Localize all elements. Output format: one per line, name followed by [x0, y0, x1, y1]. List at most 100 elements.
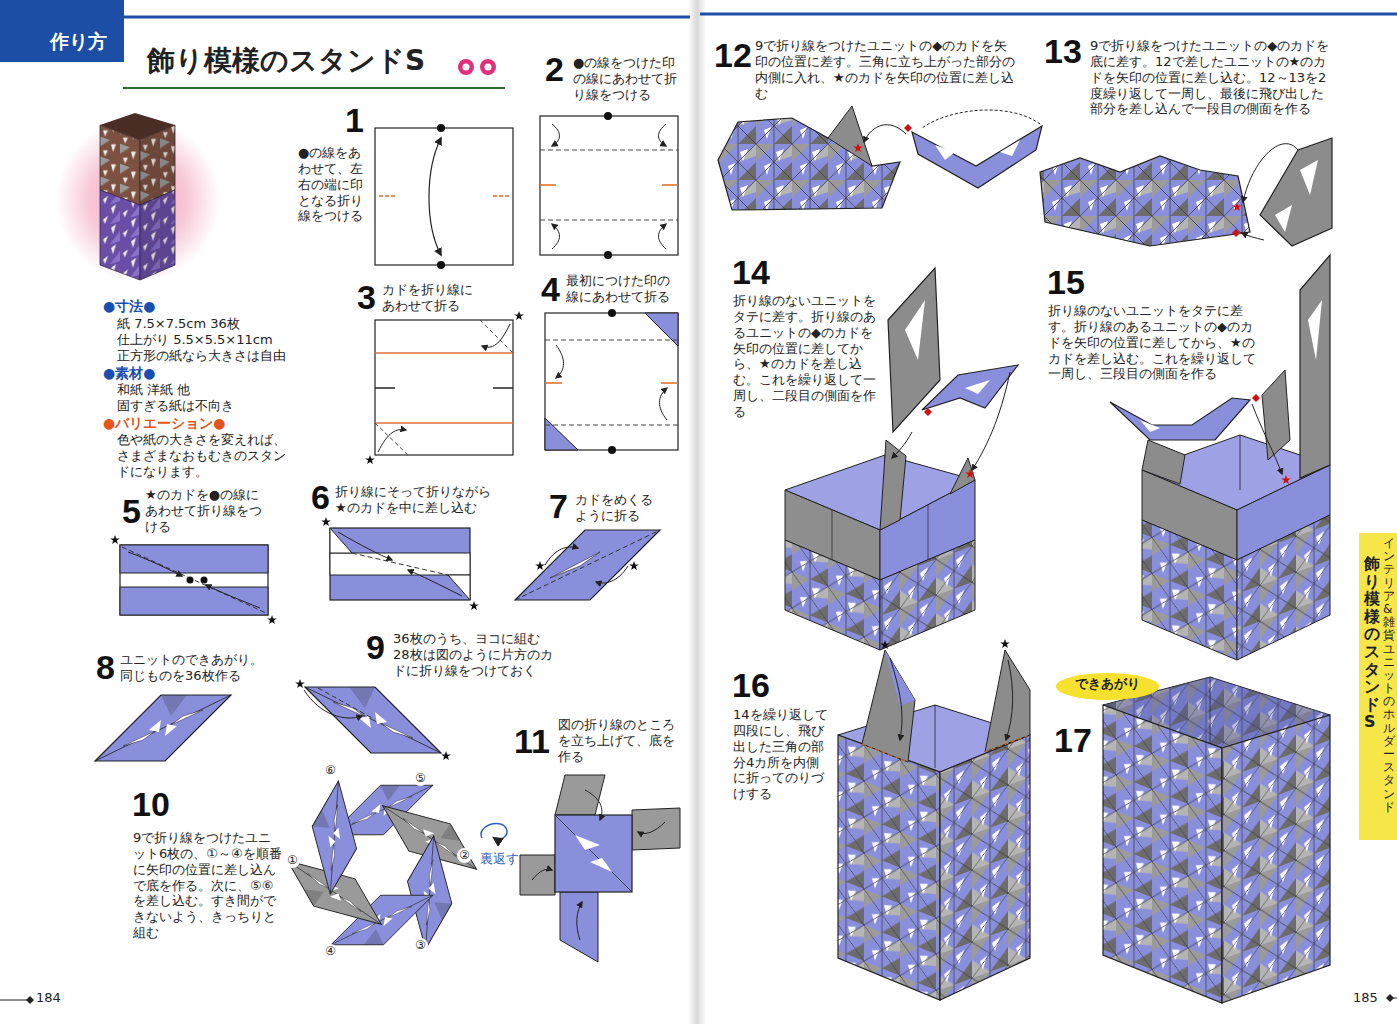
vertical-caption: インテリア&雑貨 ユニットのホルダースタンド	[1383, 537, 1395, 814]
instruction-text: 折り線にそって折りながら★のカドを中に差し込む	[335, 484, 500, 516]
step-2-figure	[540, 184, 556, 186]
step-6-figure	[469, 601, 479, 610]
product-photo	[56, 118, 220, 282]
step-15-figure	[1300, 255, 1330, 478]
step-5-figure	[122, 547, 266, 613]
step-number: 5	[122, 494, 141, 528]
step-15-figure	[1140, 420, 1160, 432]
step-13-figure	[1275, 205, 1292, 232]
step-4-figure	[545, 340, 678, 341]
step-16-figure	[862, 744, 908, 762]
step-14-figure	[785, 540, 880, 650]
step-4-figure	[645, 313, 678, 346]
step-15-figure	[1252, 404, 1282, 474]
step-14-figure	[832, 510, 833, 560]
product-photo	[100, 190, 140, 280]
step-2-figure	[540, 150, 678, 151]
step-12-figure	[828, 106, 872, 166]
step-3-figure	[375, 320, 513, 455]
step-16-figure	[1006, 660, 1013, 740]
step-number: 9	[366, 630, 385, 664]
step-9-figure	[318, 688, 372, 718]
step-16-figure	[862, 650, 915, 762]
circled-number: ③	[413, 938, 428, 953]
instruction-text: カドをめくるように折る	[575, 492, 661, 524]
header-tab: 作り方	[0, 0, 124, 62]
instruction-text: ユニットのできあがり。同じものを36枚作る	[120, 652, 270, 684]
step-13-figure	[1243, 144, 1298, 202]
step-5-figure	[110, 535, 120, 544]
instruction-text: 最初につけた印の線にあわせて折る	[566, 273, 678, 305]
instruction-text: ●の線をつけた印の線にあわせて折り線をつける	[573, 55, 685, 103]
step-5-figure	[120, 587, 268, 615]
page-frame	[123, 87, 505, 89]
step-11-figure	[532, 869, 552, 880]
instruction-text: ●の線をあわせて、左右の端に印となる折り線をつける	[298, 145, 370, 224]
step-6-figure	[338, 532, 392, 560]
step-15-figure	[1142, 440, 1185, 484]
step-7-figure	[550, 552, 600, 578]
step-3-figure	[365, 311, 524, 464]
step-12-figure	[922, 110, 1040, 128]
step-16-figure	[985, 735, 1030, 752]
step-11-figure	[575, 835, 600, 850]
step-9-figure	[295, 679, 451, 760]
step-16-figure	[890, 658, 902, 740]
step-1-figure	[437, 261, 445, 269]
step-14-figure	[965, 380, 990, 394]
step-14-figure	[880, 440, 906, 530]
section-tab-label: 作り方	[50, 30, 116, 53]
circled-number: ⑤	[413, 771, 428, 786]
step-7-figure	[545, 547, 578, 565]
badge-label: できあがり	[1071, 676, 1144, 693]
step-3-figure	[482, 324, 510, 347]
step-4-figure	[660, 388, 668, 420]
step-6-figure	[321, 517, 479, 610]
step-5-figure	[267, 615, 277, 624]
step-15-figure	[1142, 520, 1237, 660]
vertical-caption: 飾り模様のスタンドS	[1364, 555, 1380, 731]
instruction-text: 紙 7.5×7.5cm 36枚	[117, 316, 240, 332]
instruction-text: 36枚のうち、ヨコに組む28枚は図のように片方のカドに折り線をつけておく	[393, 631, 555, 679]
step-number: 8	[96, 650, 115, 684]
step-2-figure	[604, 112, 612, 120]
action-label: 裏返す	[480, 851, 519, 867]
step-14-figure	[922, 365, 1018, 410]
step-1-figure	[379, 195, 395, 197]
step-2-figure	[540, 112, 678, 259]
instruction-text: 和紙 洋紙 他	[117, 382, 190, 398]
step-11-figure	[590, 858, 612, 872]
step-4-figure	[545, 313, 678, 450]
step-4-figure	[545, 309, 678, 454]
step-12-figure	[935, 145, 955, 160]
step-2-figure	[540, 220, 678, 221]
step-number: 16	[732, 668, 770, 702]
step-3-figure	[375, 422, 513, 424]
step-13-figure	[1232, 202, 1242, 211]
step-12-figure	[853, 143, 863, 152]
page-frame	[485, 64, 492, 71]
unit-figure	[95, 695, 231, 761]
step-4-figure	[545, 382, 562, 384]
step-15-figure	[1308, 300, 1322, 360]
instruction-text: 9で折り線をつけたユニット6枚の、①～④を順番に矢印の位置に差し込んで底を作る。…	[133, 830, 283, 941]
step-3-figure	[375, 352, 513, 354]
step-4-figure	[545, 425, 678, 426]
step-5-figure	[128, 552, 182, 576]
step-5-figure	[120, 545, 268, 573]
step-1-figure	[437, 124, 445, 132]
step-13-figure	[1232, 229, 1240, 237]
step-number: 17	[1054, 723, 1092, 757]
step-5-figure	[187, 577, 194, 584]
step-number: 2	[545, 52, 564, 86]
step-number: 6	[311, 480, 330, 514]
finished-stand	[1222, 715, 1330, 1003]
step-4-figure	[545, 418, 578, 450]
step-4-figure	[661, 382, 678, 384]
step-11-figure	[585, 790, 602, 820]
side-index-band: インテリア&雑貨 ユニットのホルダースタンド飾り模様のスタンドS	[1359, 533, 1397, 840]
step-15-figure	[1252, 394, 1260, 402]
step-12-figure	[1000, 140, 1020, 156]
step-2-figure	[552, 124, 560, 146]
